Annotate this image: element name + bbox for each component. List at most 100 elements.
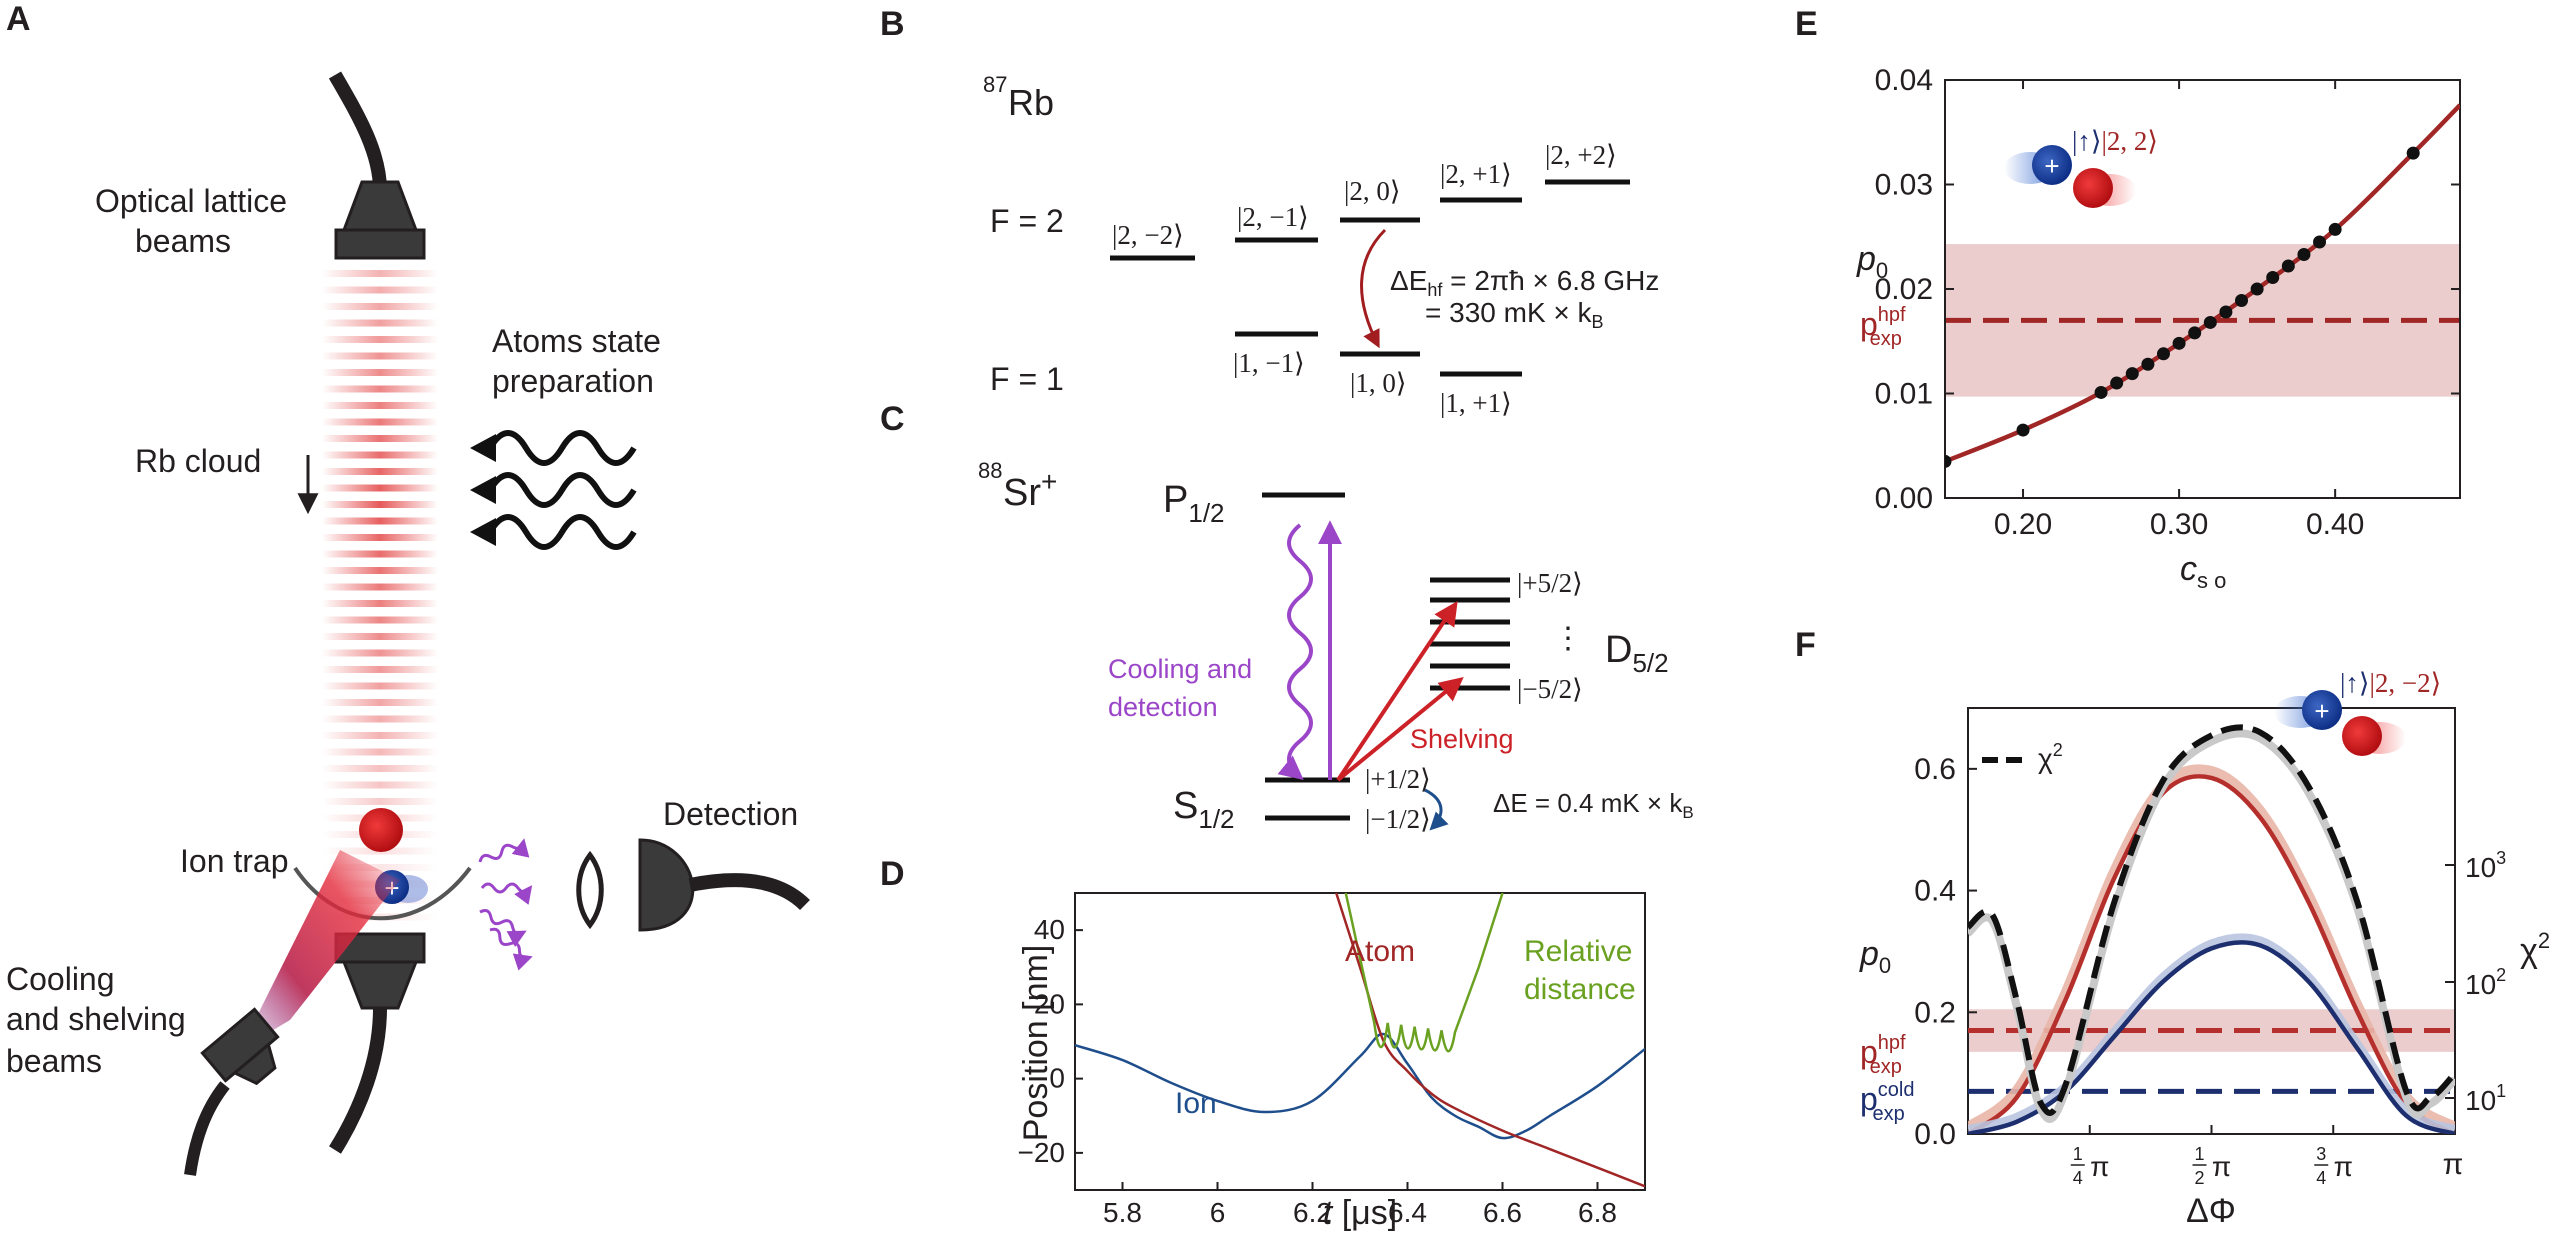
rb-isotope-mass: 87	[983, 72, 1007, 97]
plot-d-xtick-label: 6.6	[1483, 1197, 1522, 1228]
plot-d-atom-label: Atom	[1345, 935, 1415, 968]
ket-2-p2: |2, +2⟩	[1545, 140, 1617, 170]
plot-d-ytick-label: 40	[1034, 914, 1065, 945]
d52-bottom-ket: |−5/2⟩	[1517, 674, 1583, 704]
plot-e-series	[1945, 103, 2460, 468]
fluorescence-photons	[478, 838, 533, 971]
plot-f-xtick-label: π	[2443, 1148, 2464, 1181]
plot-f-hpf-spread	[1968, 764, 2455, 1132]
panel-letter-f: F	[1795, 626, 1816, 664]
plot-e-data-point	[2219, 305, 2233, 319]
plot-f-series	[1968, 724, 2455, 1134]
lattice-stripe	[322, 517, 438, 525]
zeeman-arrow	[1424, 788, 1449, 831]
plot-e-ion-atom-icon: +	[2004, 145, 2136, 208]
top-fiber-cable	[328, 71, 387, 191]
lattice-stripe	[322, 550, 438, 558]
f1-label: F = 1	[990, 361, 1064, 397]
cooling-beam	[240, 850, 400, 1050]
plot-e-data-point	[2188, 326, 2202, 340]
lattice-stripe	[322, 765, 438, 772]
plot-e-data-point	[2281, 259, 2295, 273]
rb-atom	[359, 808, 403, 852]
plot-e-data-point	[2250, 282, 2264, 296]
plot-f-xtick-den: 4	[2316, 1168, 2326, 1188]
plot-f-xtick-den: 4	[2073, 1168, 2083, 1188]
lattice-stripe	[322, 798, 438, 805]
atoms-state-label-2: preparation	[492, 363, 654, 399]
lattice-stripe	[322, 451, 438, 459]
plot-f-ylabel: p0	[1859, 935, 1891, 978]
plot-d-xtick-label: 6.8	[1578, 1197, 1617, 1228]
d52-dots: ⋮	[1553, 622, 1583, 655]
lattice-stripe	[322, 484, 438, 492]
plot-e-ytick-label: 0.04	[1875, 64, 1933, 97]
ket-1-m1: |1, −1⟩	[1233, 348, 1305, 378]
plot-f-xtick-num: 3	[2316, 1144, 2326, 1164]
plot-f-xtick-pi: π	[2334, 1151, 2353, 1182]
panel-letter-c: C	[880, 400, 905, 438]
s-level-label: S1/2	[1173, 785, 1235, 834]
plot-e-data-point	[2313, 235, 2327, 249]
plot-d-series	[1075, 893, 1645, 1188]
lattice-stripe	[322, 270, 438, 277]
plot-e-state-label: |↑⟩|2, 2⟩	[2072, 126, 2158, 156]
plot-f-xtick-den: 2	[2194, 1168, 2204, 1188]
ket-2-m1: |2, −1⟩	[1237, 202, 1309, 232]
panel-letter-d: D	[880, 855, 905, 893]
lattice-stripe	[322, 567, 438, 574]
plot-f-legend-chi2: χ2	[2038, 740, 2063, 774]
plot-f-ytick-label: 0.2	[1914, 996, 1956, 1029]
detector	[638, 838, 695, 932]
ket-2-0: |2, 0⟩	[1344, 176, 1400, 206]
plot-e-data-point	[1945, 454, 1952, 468]
lattice-stripe	[322, 864, 438, 871]
lattice-stripe	[322, 352, 438, 360]
plot-e-ytick-label: 0.03	[1875, 169, 1933, 202]
plot-e-data-point	[2156, 347, 2170, 361]
plot-e-fit-curve	[1945, 103, 2460, 464]
cooling-detection-label-2: detection	[1108, 692, 1218, 722]
plot-e-xtick-label: 0.40	[2306, 508, 2364, 541]
ion-trap-label: Ion trap	[180, 843, 289, 879]
plot-d-ytick-label: 20	[1034, 988, 1065, 1019]
bottom-fiber-cable	[329, 1007, 387, 1154]
atoms-state-label: Atoms state	[492, 323, 661, 359]
plot-d-xlabel: t [μs]	[1323, 1194, 1397, 1232]
hf-energy-line2: = 330 mK × kB	[1425, 297, 1604, 332]
lattice-stripe	[322, 748, 438, 756]
plot-e-ytick-label: 0.02	[1875, 273, 1933, 306]
plot-f-xtick-num: 1	[2073, 1144, 2083, 1164]
plot-d-xtick-label: 6.4	[1388, 1197, 1427, 1228]
plot-f-state-label: |↑⟩|2, −2⟩	[2340, 668, 2441, 698]
plot-e-data-point	[2141, 357, 2155, 371]
lattice-stripe	[322, 501, 438, 508]
lattice-stripe	[322, 682, 438, 690]
hf-energy-line1: ΔEhf = 2πħ × 6.8 GHz	[1390, 265, 1659, 300]
rb-isotope: Rb	[1008, 82, 1054, 123]
lattice-stripe	[322, 666, 438, 673]
panel-letter-b: B	[880, 5, 905, 43]
plot-e-data-point	[2094, 385, 2108, 399]
panel-c: C 88 Sr+ P1/2 S1/2 D5/2 |+5/2⟩ ⋮ |−5/2⟩ …	[880, 400, 1694, 834]
plot-e-ytick-label: 0.00	[1875, 482, 1933, 515]
ket-1-p1: |1, +1⟩	[1440, 388, 1512, 418]
lattice-stripe	[322, 402, 438, 409]
d-level-label: D5/2	[1605, 629, 1669, 678]
lattice-stripe	[322, 385, 438, 393]
ket-2-p1: |2, +1⟩	[1440, 159, 1512, 189]
cooling-detection-label: Cooling and	[1108, 654, 1252, 684]
s12-top-ket: |+1/2⟩	[1365, 764, 1431, 794]
rb-cloud-label: Rb cloud	[135, 443, 261, 479]
plot-e-data-point	[2328, 222, 2342, 236]
lattice-stripe	[322, 600, 438, 607]
optical-lattice-label-2: beams	[135, 223, 231, 259]
lattice-stripe	[322, 286, 438, 294]
plot-f-xtick-pi: π	[2090, 1151, 2109, 1182]
panel-letter-a: A	[6, 0, 31, 38]
